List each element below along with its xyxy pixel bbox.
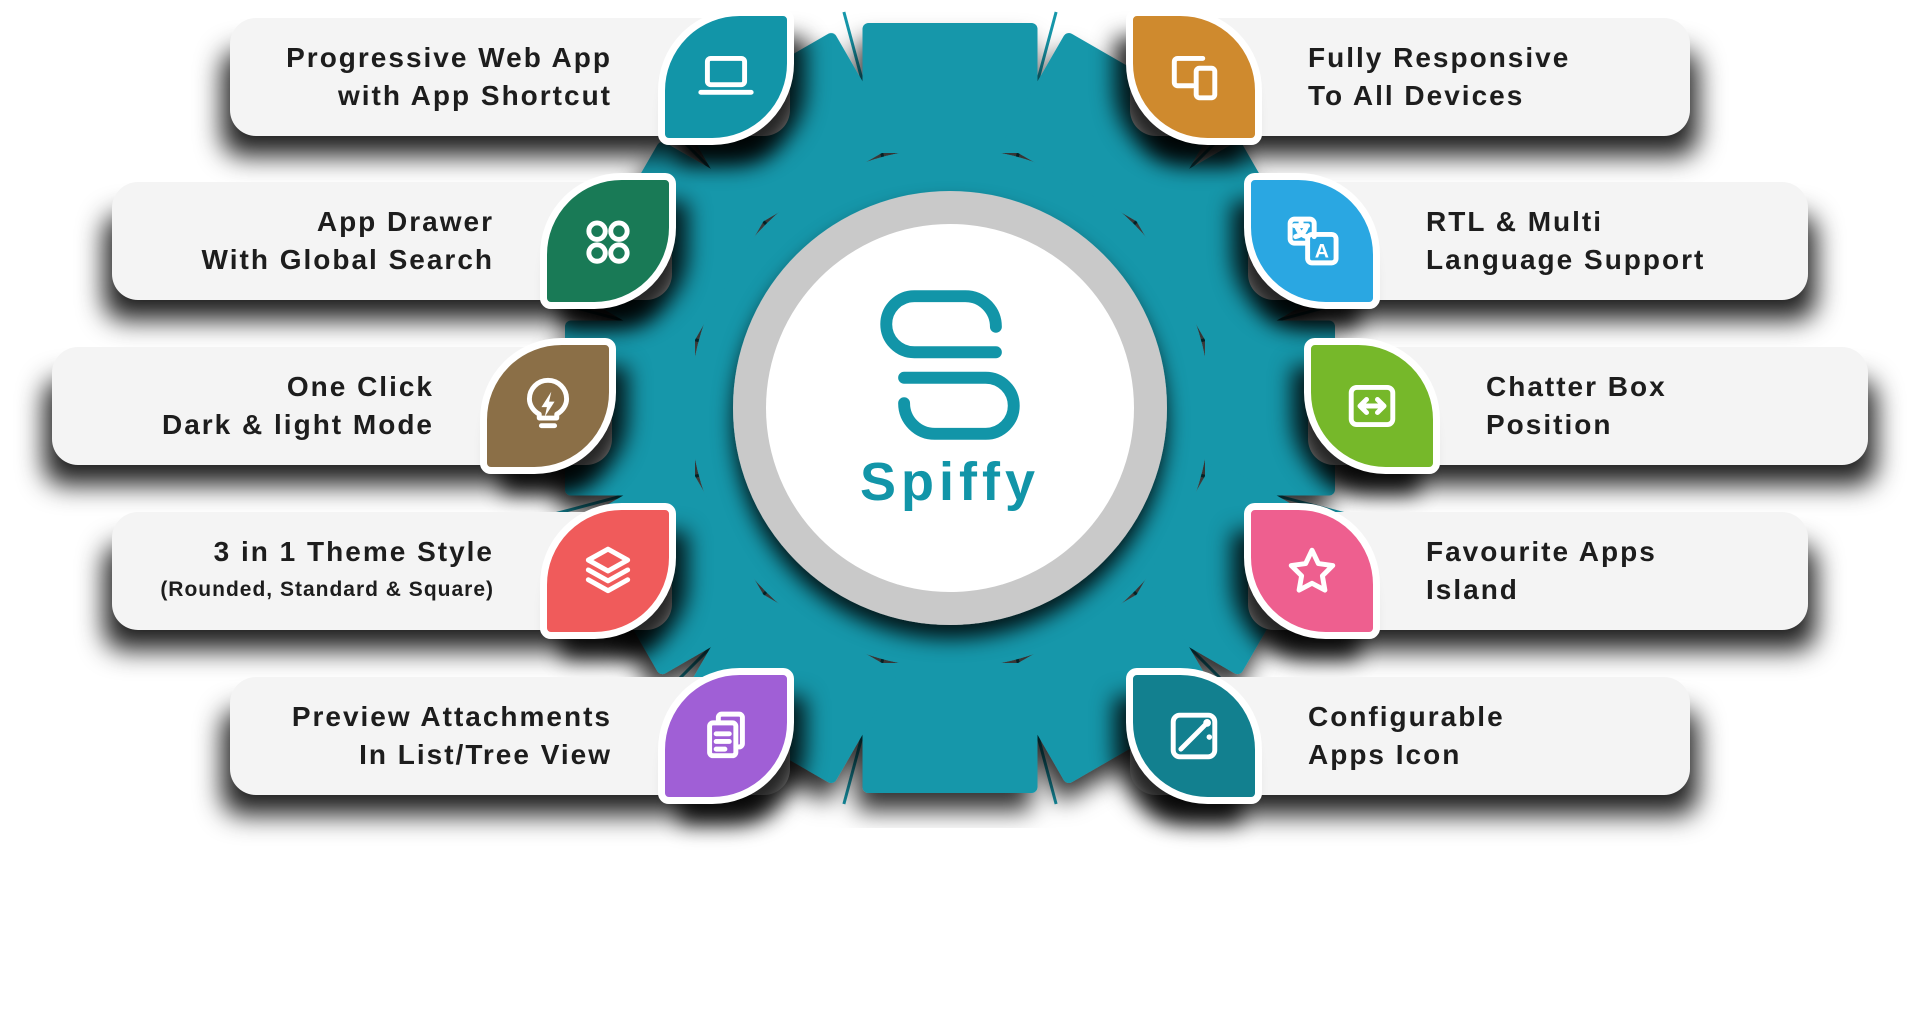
attachments-icon xyxy=(707,711,745,759)
theme-layers-icon xyxy=(585,546,631,594)
configurable-apps-icon xyxy=(1170,712,1218,760)
feature-label: Favourite Apps Island xyxy=(1426,533,1796,609)
feature-badge xyxy=(540,173,676,309)
brand-name: Spiffy xyxy=(860,452,1040,512)
feature-line2: With Global Search xyxy=(201,244,494,275)
hub-face xyxy=(766,224,1134,592)
feature-badge xyxy=(480,338,616,474)
feature-label: Fully Responsive To All Devices xyxy=(1308,39,1678,115)
feature-line1: Favourite Apps xyxy=(1426,536,1657,567)
feature-card-app-drawer: App Drawer With Global Search xyxy=(112,173,676,309)
feature-line2: In List/Tree View xyxy=(359,739,612,770)
feature-line2: To All Devices xyxy=(1308,80,1525,111)
feature-line1: 3 in 1 Theme Style xyxy=(213,536,494,567)
feature-badge xyxy=(658,9,794,145)
feature-line2: Island xyxy=(1426,574,1519,605)
laptop-icon xyxy=(698,55,754,95)
feature-card-configurable-apps: Configurable Apps Icon xyxy=(1126,668,1690,804)
feature-line1: One Click xyxy=(286,371,434,402)
feature-line2: Dark & light Mode xyxy=(161,409,434,440)
dark-light-mode-icon xyxy=(526,377,570,429)
feature-card-favourite-apps: Favourite Apps Island xyxy=(1244,503,1808,639)
feature-line1: Fully Responsive xyxy=(1308,42,1571,73)
feature-line1: Configurable xyxy=(1308,701,1505,732)
feature-line1: RTL & Multi xyxy=(1426,206,1604,237)
app-drawer-icon xyxy=(586,220,630,264)
feature-badge xyxy=(1126,9,1262,145)
feature-badge: A xyxy=(1244,173,1380,309)
feature-badge xyxy=(540,503,676,639)
feature-line2: with App Shortcut xyxy=(337,80,612,111)
feature-line2: (Rounded, Standard & Square) xyxy=(160,578,494,601)
feature-label: App Drawer With Global Search xyxy=(124,203,494,279)
responsive-devices-icon xyxy=(1171,55,1218,101)
feature-line1: App Drawer xyxy=(316,206,494,237)
svg-text:A: A xyxy=(1315,240,1329,262)
feature-line1: Chatter Box xyxy=(1486,371,1667,402)
feature-line2: Apps Icon xyxy=(1308,739,1462,770)
feature-badge xyxy=(658,668,794,804)
feature-badge xyxy=(1304,338,1440,474)
chatter-position-icon xyxy=(1348,384,1396,428)
feature-card-dark-light-mode: One Click Dark & light Mode xyxy=(52,338,616,474)
feature-badge xyxy=(1244,503,1380,639)
feature-line2: Language Support xyxy=(1426,244,1706,275)
feature-label: Progressive Web App with App Shortcut xyxy=(242,39,612,115)
feature-line1: Preview Attachments xyxy=(291,701,612,732)
feature-card-chatter-position: Chatter Box Position xyxy=(1304,338,1868,474)
feature-label: RTL & Multi Language Support xyxy=(1426,203,1796,279)
spiffy-s-logo xyxy=(880,290,1020,440)
feature-line1: Progressive Web App xyxy=(286,42,612,73)
feature-label: One Click Dark & light Mode xyxy=(64,368,434,444)
feature-label: 3 in 1 Theme Style (Rounded, Standard & … xyxy=(124,533,494,609)
feature-card-fully-responsive: Fully Responsive To All Devices xyxy=(1126,9,1690,145)
feature-badge xyxy=(1126,668,1262,804)
feature-card-rtl-language: RTL & Multi Language Support A xyxy=(1244,173,1808,309)
feature-label: Preview Attachments In List/Tree View xyxy=(242,698,612,774)
feature-label: Chatter Box Position xyxy=(1486,368,1856,444)
feature-line2: Position xyxy=(1486,409,1613,440)
feature-label: Configurable Apps Icon xyxy=(1308,698,1678,774)
feature-card-progressive-web-app: Progressive Web App with App Shortcut xyxy=(230,9,794,145)
favourite-star-icon xyxy=(1288,547,1336,593)
hub-ring xyxy=(733,191,1167,625)
feature-card-theme-style: 3 in 1 Theme Style (Rounded, Standard & … xyxy=(112,503,676,639)
feature-card-preview-attachments: Preview Attachments In List/Tree View xyxy=(230,668,794,804)
translate-icon: A xyxy=(1287,216,1339,266)
